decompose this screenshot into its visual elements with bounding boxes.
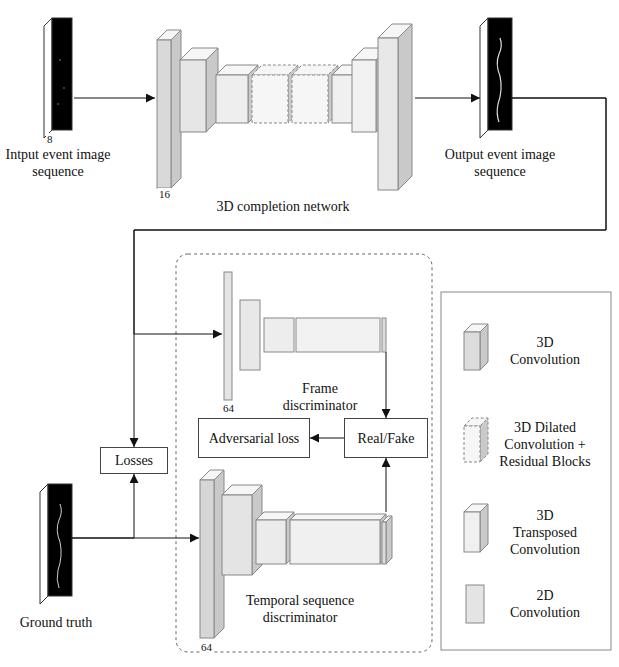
legend-text: 3D Dilated Convolution + Residual Blocks — [495, 419, 595, 470]
conv2d-block — [264, 318, 294, 352]
conv3d-block — [200, 480, 214, 638]
event-dot — [57, 103, 59, 105]
legend-icon — [466, 585, 484, 623]
connector — [386, 352, 387, 418]
conv2d-block — [382, 318, 386, 352]
caption: Temporal sequence discriminator — [230, 592, 370, 626]
connector — [134, 98, 606, 334]
legend-text: 3D Transposed Convolution — [505, 507, 585, 558]
legend-icon — [464, 418, 488, 426]
box-text: Adversarial loss — [209, 430, 300, 447]
dilated-block — [252, 75, 288, 123]
loss-box: Adversarial loss — [198, 418, 310, 458]
event-dot — [59, 59, 61, 61]
connector — [134, 98, 606, 447]
conv3d-block — [180, 48, 218, 60]
connector — [310, 438, 344, 439]
event-image — [488, 18, 512, 130]
caption: Intput event image sequence — [2, 146, 114, 180]
frame-discriminator: Frame discriminator — [222, 270, 386, 352]
conv3d-block — [386, 516, 392, 564]
slab-side — [44, 18, 52, 138]
dilated-block — [292, 75, 328, 123]
legend-text: 3D Convolution — [505, 334, 585, 368]
connector — [74, 98, 155, 99]
conv3d-block — [157, 40, 171, 188]
transposed-block — [398, 24, 412, 190]
slab-side — [40, 484, 48, 604]
caption: 3D completion network — [173, 198, 393, 215]
legend-icon — [464, 324, 488, 332]
legend-icon — [464, 426, 480, 462]
silhouette — [497, 38, 501, 122]
event-image — [48, 484, 72, 596]
box-text: Losses — [115, 452, 153, 469]
conv3d-block — [380, 514, 386, 564]
caption: Ground truth — [1, 614, 111, 631]
conv3d-block — [290, 520, 380, 564]
connector — [415, 98, 480, 99]
conv2d-block — [224, 272, 232, 400]
conv2d-block — [296, 318, 380, 352]
channel-number: 64 — [222, 402, 235, 414]
output-sequence: Output event image sequence — [480, 14, 512, 132]
connector — [386, 458, 387, 512]
legend-frame — [441, 292, 611, 650]
conv3d-block — [157, 30, 181, 40]
conv3d-block — [216, 65, 258, 75]
input-sequence: Intput event image sequence — [44, 14, 74, 132]
connector — [72, 538, 199, 539]
conv3d-block — [216, 75, 248, 123]
legend-text: 2D Convolution — [505, 587, 585, 621]
conv3d-block — [180, 60, 206, 132]
dilated-block — [292, 65, 338, 75]
conv3d-block — [382, 522, 386, 564]
channel-number: 8 — [46, 133, 54, 145]
conv3d-block — [200, 470, 224, 480]
transposed-block — [378, 24, 412, 38]
slab-side — [480, 18, 488, 138]
box-text: Real/Fake — [358, 430, 415, 447]
real-fake-box: Real/Fake — [344, 418, 428, 458]
discriminator-region — [176, 254, 432, 652]
ground-truth: Ground truth — [40, 480, 72, 598]
dilated-block — [252, 65, 298, 75]
conv3d-block — [256, 512, 294, 520]
event-dot — [63, 87, 65, 89]
conv3d-block — [222, 495, 252, 575]
legend-icon — [464, 512, 480, 552]
connector — [72, 474, 134, 538]
losses-box: Losses — [100, 447, 168, 474]
temporal-discriminator: Temporal sequence discriminator — [199, 512, 395, 566]
conv3d-block — [382, 516, 392, 522]
conv3d-block — [256, 520, 286, 564]
event-image — [52, 18, 72, 130]
conv3d-block — [222, 485, 262, 495]
caption: Frame discriminator — [275, 380, 365, 414]
caption: Output event image sequence — [435, 146, 565, 180]
transposed-block — [378, 38, 398, 190]
legend-icon — [464, 504, 488, 512]
conv2d-block — [240, 300, 260, 370]
transposed-block — [352, 60, 376, 132]
channel-number: 16 — [158, 188, 171, 200]
silhouette — [57, 504, 61, 588]
legend-icon — [464, 332, 480, 370]
conv3d-block — [290, 514, 386, 520]
completion-network: 3D completion network — [155, 22, 415, 190]
channel-number: 64 — [200, 641, 213, 653]
